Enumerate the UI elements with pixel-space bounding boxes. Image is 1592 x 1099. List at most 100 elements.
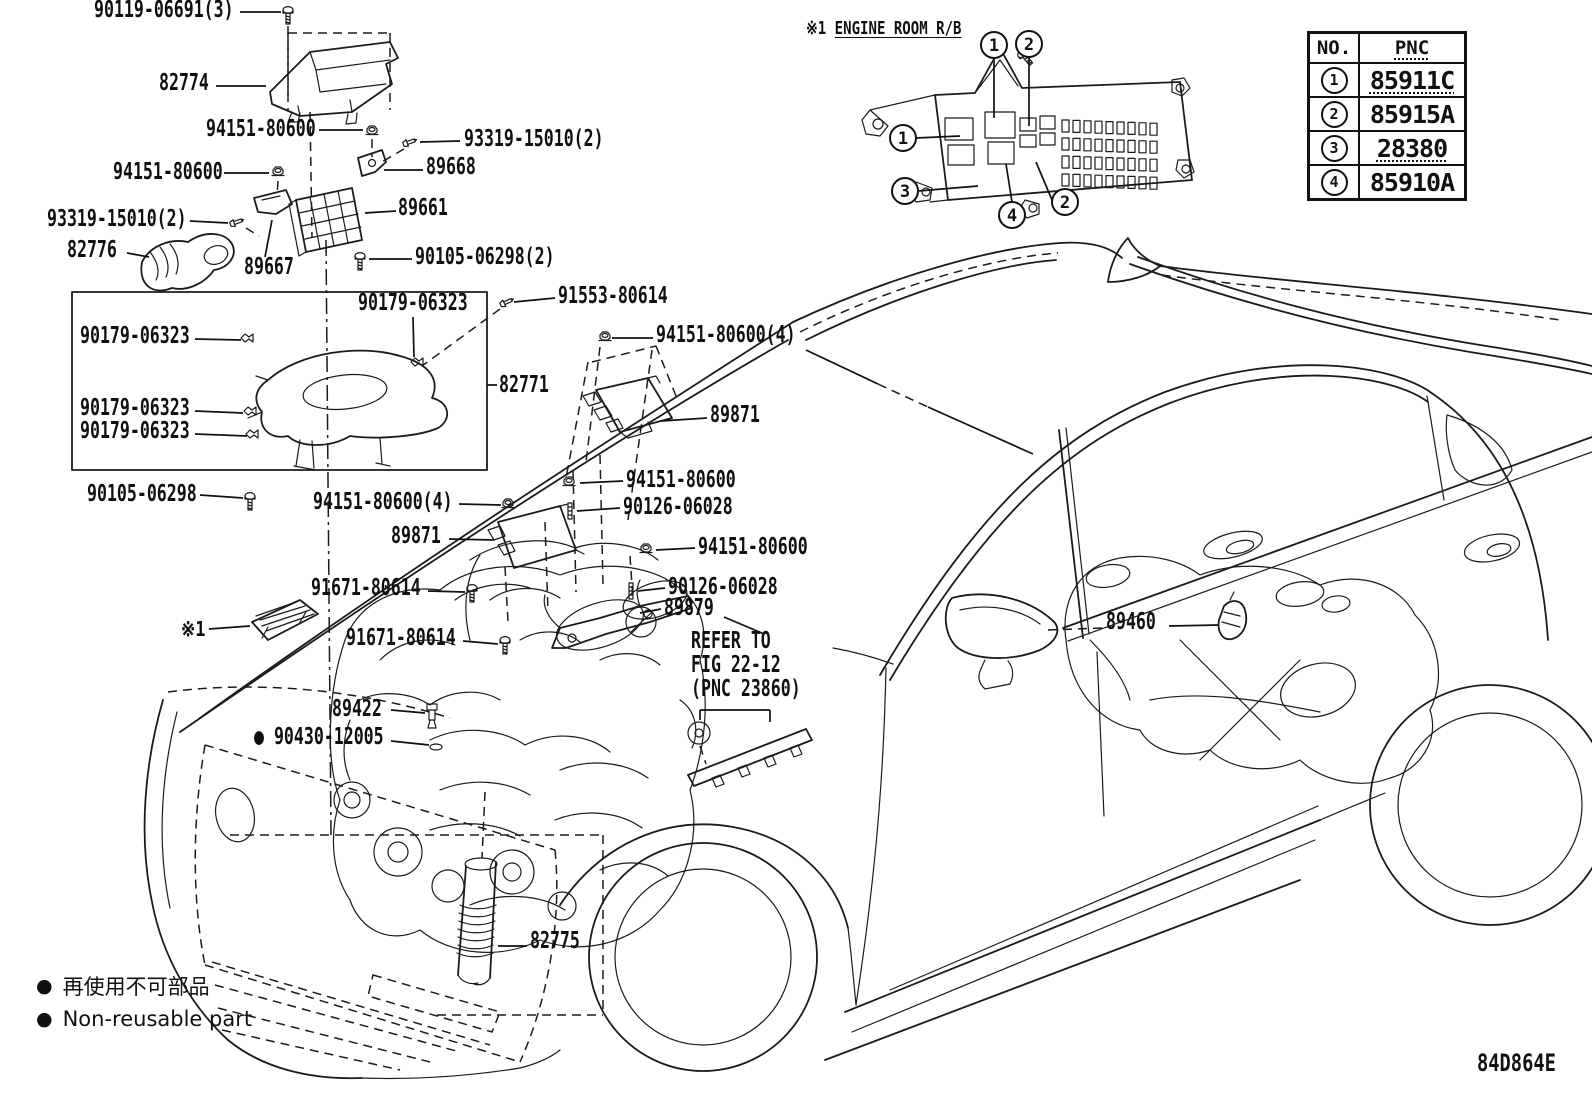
- pnc-table-header-no: NO.: [1307, 31, 1360, 64]
- part-label: 82776: [67, 237, 117, 263]
- pnc-value: 28380: [1376, 133, 1448, 163]
- row-number-badge: 3: [1320, 134, 1348, 162]
- row-number-badge: 2: [1320, 100, 1348, 128]
- part-label: 90126-06028: [623, 494, 733, 520]
- legend-text-en: Non-reusable part: [62, 1006, 253, 1031]
- part-label: 90105-06298: [87, 481, 197, 507]
- nut-icon: [598, 331, 612, 342]
- nut-icon: [365, 125, 379, 136]
- legend-text-jp: 再使用不可部品: [62, 974, 210, 999]
- svg-text:2: 2: [1060, 193, 1070, 213]
- refer-note-line: (PNC 23860): [691, 676, 801, 702]
- svg-text:4: 4: [1007, 206, 1017, 226]
- part-label: 89667: [244, 254, 294, 280]
- clamp-icon: [245, 429, 259, 439]
- pnc-table: NO. PNC 1 85911C 2 85915A 3 28380 4 85910A: [1307, 31, 1467, 201]
- part-label: 90179-06323: [358, 290, 468, 316]
- part-label: 90119-06691(3): [94, 0, 234, 23]
- pnc-table-header-pnc: PNC: [1358, 31, 1467, 64]
- screw-icon: [354, 252, 366, 271]
- screw-icon: [499, 636, 511, 655]
- car-outline: [143, 237, 1592, 1080]
- fusebox-inset: 1 2 1 3 4 2: [861, 30, 1195, 229]
- part-label: ※1: [181, 617, 206, 641]
- part-label: ● 90430-12005: [254, 724, 384, 750]
- screw-icon: [244, 492, 256, 511]
- part-label: 93319-15010(2): [47, 206, 187, 232]
- pnc-table-row: 1 85911C: [1307, 62, 1467, 98]
- row-number-badge: 1: [1320, 66, 1348, 94]
- part-label: 90179-06323: [80, 395, 190, 421]
- part-label: 90179-06323: [80, 418, 190, 444]
- part-label: 89871: [710, 402, 760, 428]
- part-sketches: [71, 32, 677, 986]
- part-label: 94151-80600: [626, 467, 736, 493]
- svg-text:2: 2: [1024, 35, 1034, 55]
- part-label: 94151-80600: [113, 159, 223, 185]
- leader-lines: [126, 11, 1220, 947]
- projection-lines: [230, 26, 634, 1016]
- non-reusable-bullet-icon: ●: [36, 974, 53, 997]
- callout-badge: 2: [1015, 30, 1043, 58]
- svg-text:3: 3: [900, 182, 910, 202]
- pnc-table-row: 2 85915A: [1307, 96, 1467, 132]
- part-label: 90179-06323: [80, 323, 190, 349]
- part-label: 82771: [499, 372, 549, 398]
- inset-title-text: ENGINE ROOM R/B: [834, 18, 962, 39]
- part-label: 94151-80600: [206, 116, 316, 142]
- part-label: 89661: [398, 195, 448, 221]
- part-label: 89871: [391, 523, 441, 549]
- legend-row-en: ● Non-reusable part: [36, 1002, 252, 1035]
- legend-row-jp: ● 再使用不可部品: [36, 969, 252, 1002]
- engine-sketch: [251, 540, 813, 953]
- inset-title: ※1 ENGINE ROOM R/B: [806, 18, 961, 39]
- part-label: 82775: [530, 928, 580, 954]
- non-reusable-bullet-icon: ●: [36, 1007, 53, 1030]
- part-label: 91553-80614: [558, 283, 668, 309]
- callout-badge: 3: [891, 177, 919, 205]
- stud-icon: [401, 135, 419, 149]
- fastener-icons: [228, 6, 653, 751]
- part-label: 94151-80600: [698, 534, 808, 560]
- refer-note-line: REFER TO: [691, 628, 771, 654]
- legend: ● 再使用不可部品 ● Non-reusable part: [36, 969, 252, 1035]
- callout-badge: 4: [998, 201, 1026, 229]
- nut-icon: [271, 166, 285, 177]
- fuel-tank-sketch: [1064, 555, 1440, 784]
- part-label: 82774: [159, 70, 209, 96]
- part-label: 89879: [664, 595, 714, 621]
- screw-icon: [282, 6, 294, 25]
- refer-note-line: FIG 22-12: [691, 652, 781, 678]
- part-label: 91671-80614: [311, 575, 421, 601]
- callout-badge: 1: [980, 31, 1008, 59]
- part-label: 93319-15010(2): [464, 126, 604, 152]
- part-label: 89422: [332, 696, 382, 722]
- part-label: 90105-06298(2): [415, 244, 555, 270]
- pnc-table-row: 3 28380: [1307, 130, 1467, 166]
- pnc-value: 85915A: [1369, 99, 1455, 129]
- part-label: 89460: [1106, 609, 1156, 635]
- svg-text:1: 1: [898, 129, 908, 149]
- stud-icon: [498, 295, 516, 309]
- callout-badge: 1: [889, 124, 917, 152]
- diagram-code: 84D864E: [1477, 1049, 1556, 1077]
- nut-icon: [639, 543, 653, 554]
- part-label: 94151-80600(4): [313, 489, 453, 515]
- pnc-value: 85911C: [1369, 65, 1455, 95]
- callout-badge: 2: [1051, 188, 1079, 216]
- pnc-table-row: 4 85910A: [1307, 164, 1467, 201]
- clamp-icon: [240, 333, 254, 343]
- stud-icon: [567, 502, 573, 520]
- sensor-icon: [426, 703, 443, 751]
- part-label: 94151-80600(4): [656, 322, 796, 348]
- row-number-badge: 4: [1320, 168, 1348, 196]
- stud-icon: [228, 215, 246, 229]
- clamp-icon: [243, 406, 257, 416]
- part-label: 89668: [426, 154, 476, 180]
- svg-text:1: 1: [989, 36, 999, 56]
- pnc-value: 85910A: [1369, 167, 1455, 197]
- part-label: 90126-06028: [668, 574, 778, 600]
